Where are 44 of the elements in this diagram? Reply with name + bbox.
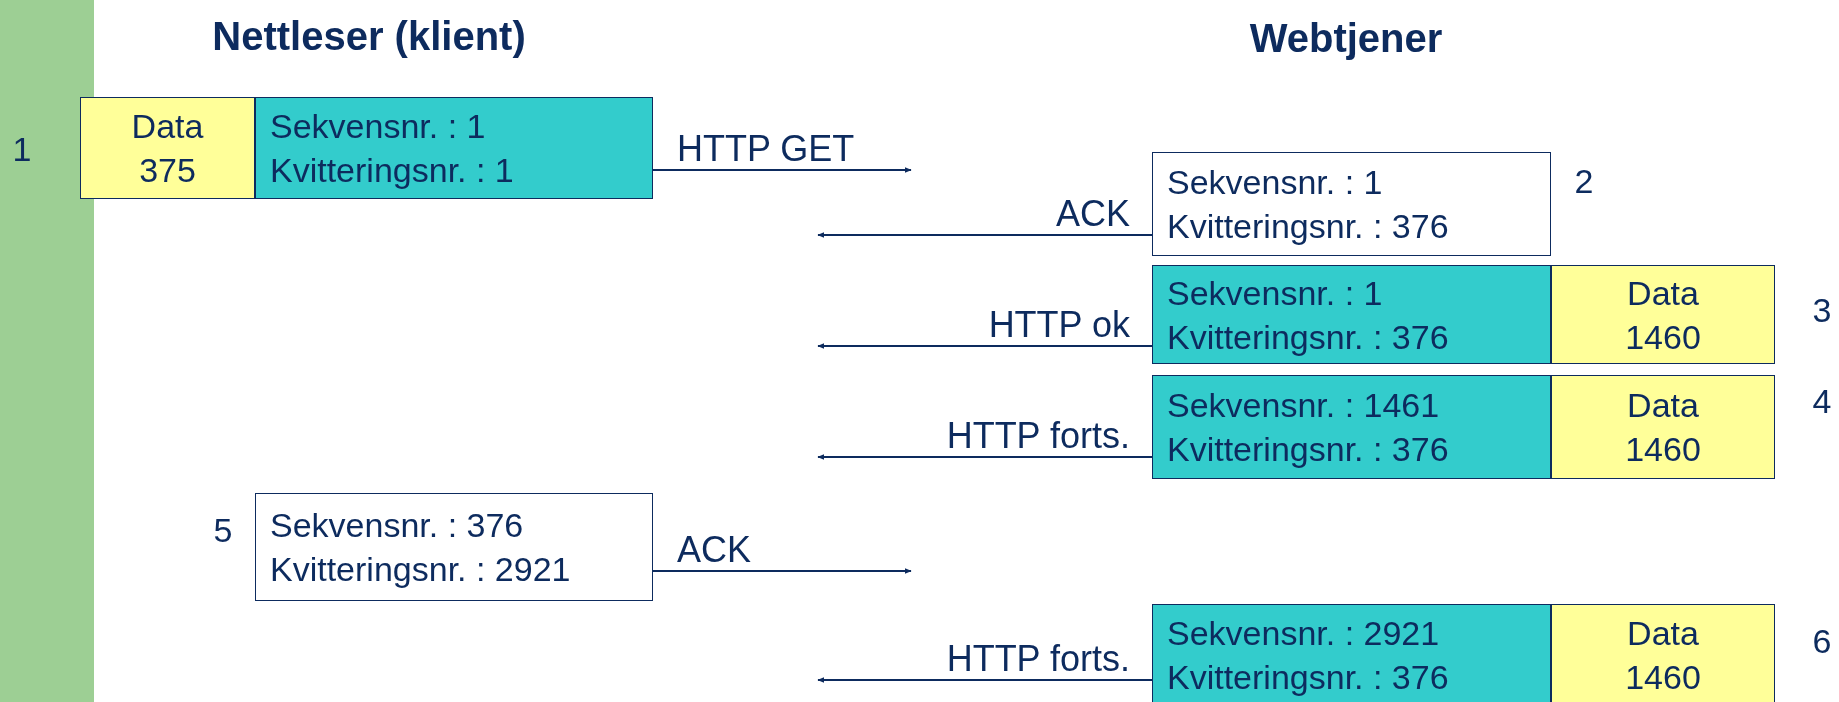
header-segment — [1152, 265, 1551, 364]
field-text: Kvitteringsnr. : 376 — [1167, 206, 1449, 247]
data-segment — [1551, 375, 1775, 479]
field-text: Sekvensnr. : 2921 — [1167, 613, 1440, 654]
field-text: Data — [1627, 385, 1699, 426]
header-segment — [1152, 375, 1551, 479]
field-text: Data — [1627, 613, 1699, 654]
field-text: Kvitteringsnr. : 376 — [1167, 316, 1449, 358]
arrow — [817, 343, 1153, 349]
header-segment — [255, 97, 653, 199]
arrow — [652, 167, 912, 173]
step-number: 2 — [1574, 163, 1594, 201]
arrow — [817, 454, 1153, 460]
field-text: 1460 — [1625, 316, 1701, 358]
arrow — [817, 677, 1153, 683]
column-heading: Webtjener — [1249, 16, 1443, 60]
header-segment — [1152, 604, 1551, 702]
field-text: Sekvensnr. : 1461 — [1167, 385, 1440, 426]
data-segment — [1551, 265, 1775, 364]
data-segment — [80, 97, 255, 199]
field-text: Sekvensnr. : 1 — [1167, 162, 1383, 203]
field-text: Kvitteringsnr. : 376 — [1167, 657, 1449, 698]
field-text: 375 — [139, 150, 196, 191]
field-text: Sekvensnr. : 376 — [270, 505, 524, 546]
field-text: Kvitteringsnr. : 2921 — [270, 549, 571, 590]
arrow — [817, 232, 1153, 238]
header-segment — [255, 493, 653, 601]
field-text: Data — [1627, 272, 1699, 314]
field-text: 1460 — [1625, 429, 1701, 470]
field-text: 1460 — [1625, 657, 1701, 698]
data-segment — [1551, 604, 1775, 702]
step-number: 4 — [1812, 383, 1832, 421]
field-text: Kvitteringsnr. : 1 — [270, 150, 514, 191]
field-text: Data — [131, 106, 204, 147]
step-number: 5 — [213, 512, 233, 550]
field-text: Kvitteringsnr. : 376 — [1167, 429, 1449, 470]
step-number: 3 — [1812, 292, 1832, 330]
step-number: 6 — [1812, 623, 1832, 661]
field-text: Sekvensnr. : 1 — [1167, 272, 1383, 314]
header-segment — [1152, 152, 1551, 256]
arrow — [652, 568, 912, 574]
field-text: Sekvensnr. : 1 — [270, 106, 486, 147]
step-number: 1 — [12, 131, 32, 169]
column-heading: Nettleser (klient) — [212, 14, 526, 58]
